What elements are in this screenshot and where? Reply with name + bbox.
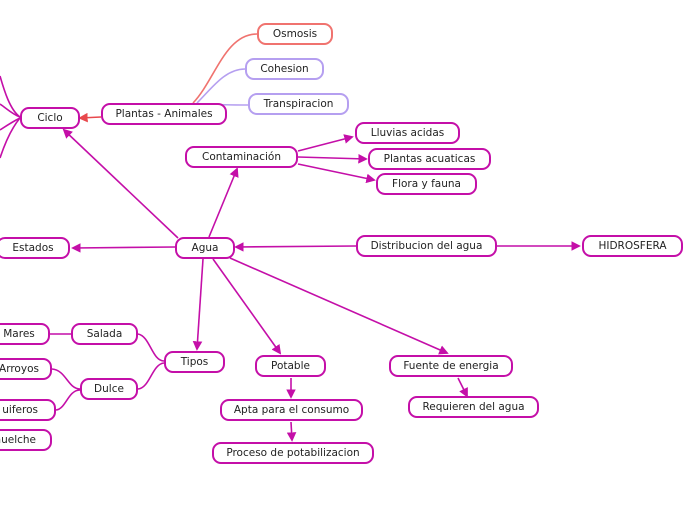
node-label: Lluvias acidas: [370, 127, 445, 139]
node-manuelche[interactable]: nuelche: [0, 429, 52, 451]
edge-distribucion-agua: [234, 242, 357, 252]
node-apta[interactable]: Apta para el consumo: [220, 399, 363, 421]
edge-agua-estados: [71, 243, 176, 253]
node-plantas-acuaticas[interactable]: Plantas acuaticas: [368, 148, 491, 170]
edge-dulce-arroyos: [51, 368, 81, 390]
node-flora-fauna[interactable]: Flora y fauna: [376, 173, 477, 195]
edge-tipos-dulce: [137, 362, 165, 390]
node-tipos[interactable]: Tipos: [164, 351, 225, 373]
edge-contaminacion-acuaticas: [297, 153, 368, 164]
edge-ciclo-offscreen-4: [0, 117, 21, 159]
node-label: Potable: [271, 360, 310, 372]
node-fuente[interactable]: Fuente de energia: [389, 355, 513, 377]
edge-agua-potable: [212, 258, 282, 355]
edge-tipos-salada: [137, 333, 165, 362]
edge-agua-tipos: [192, 258, 204, 351]
node-label: Distribucion del agua: [370, 240, 483, 252]
node-salada[interactable]: Salada: [71, 323, 138, 345]
node-label: nuelche: [0, 434, 36, 446]
node-label: Arroyos: [0, 363, 39, 375]
node-label: Plantas acuaticas: [383, 153, 476, 165]
node-estados[interactable]: Estados: [0, 237, 70, 259]
edge-agua-ciclo: [62, 128, 179, 239]
node-arroyos[interactable]: Arroyos: [0, 358, 52, 380]
node-label: uiferos: [2, 404, 38, 416]
edge-ciclo-offscreen-2: [0, 103, 21, 118]
node-distribucion[interactable]: Distribucion del agua: [356, 235, 497, 257]
edge-contaminacion-lluvias: [297, 134, 354, 152]
node-hidrosfera[interactable]: HIDROSFERA: [582, 235, 683, 257]
edge-cohesion-plantas: [196, 68, 246, 104]
edge-dulce-acuiferos: [55, 389, 81, 411]
node-label: Ciclo: [37, 112, 63, 124]
node-label: Requieren del agua: [422, 401, 525, 413]
edge-contaminacion-flora: [297, 163, 376, 184]
node-cohesion[interactable]: Cohesion: [245, 58, 324, 80]
node-osmosis[interactable]: Osmosis: [257, 23, 333, 45]
edge-osmosis-plantas: [192, 33, 258, 104]
node-lluvias-acidas[interactable]: Lluvias acidas: [355, 122, 460, 144]
node-label: Mares: [3, 328, 35, 340]
node-potable[interactable]: Potable: [255, 355, 326, 377]
edge-ciclo-offscreen-1: [0, 75, 21, 118]
node-agua[interactable]: Agua: [175, 237, 235, 259]
node-acuiferos[interactable]: uiferos: [0, 399, 56, 421]
edge-plantas-ciclo: [78, 112, 102, 123]
node-label: Plantas - Animales: [115, 108, 213, 120]
edge-agua-contaminacion: [208, 167, 239, 238]
node-label: Tipos: [180, 356, 209, 368]
node-label: Dulce: [94, 383, 124, 395]
node-label: Agua: [191, 242, 219, 254]
edge-ciclo-offscreen-3: [0, 117, 21, 131]
node-label: Contaminación: [202, 151, 281, 163]
node-label: Flora y fauna: [392, 178, 461, 190]
node-mares[interactable]: Mares: [0, 323, 50, 345]
edge-fuente-requieren: [457, 377, 468, 398]
node-label: Proceso de potabilizacion: [226, 447, 360, 459]
node-requieren[interactable]: Requieren del agua: [408, 396, 539, 418]
node-label: Osmosis: [272, 28, 318, 40]
node-ciclo[interactable]: Ciclo: [20, 107, 80, 129]
node-transpiracion[interactable]: Transpiracion: [248, 93, 349, 115]
node-proceso[interactable]: Proceso de potabilizacion: [212, 442, 374, 464]
node-label: Estados: [12, 242, 54, 254]
node-label: Transpiracion: [263, 98, 334, 110]
node-label: Apta para el consumo: [233, 404, 350, 416]
node-label: Cohesion: [260, 63, 309, 75]
node-label: Salada: [86, 328, 123, 340]
edge-agua-fuente: [229, 257, 449, 355]
edge-apta-proceso: [286, 421, 297, 442]
node-label: HIDROSFERA: [598, 240, 667, 252]
node-label: Fuente de energia: [403, 360, 499, 372]
node-dulce[interactable]: Dulce: [80, 378, 138, 400]
node-plantas-animales[interactable]: Plantas - Animales: [101, 103, 227, 125]
node-contaminacion[interactable]: Contaminación: [185, 146, 298, 168]
